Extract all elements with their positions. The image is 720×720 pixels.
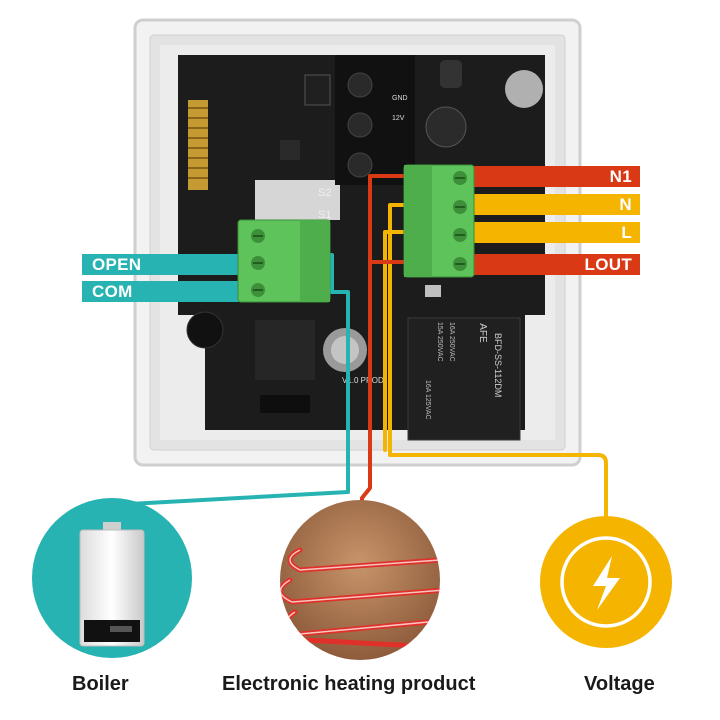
open-label: OPEN — [92, 255, 142, 274]
lightning-bolt-icon — [540, 516, 672, 648]
relay-brand: AFE — [477, 323, 488, 343]
voltage-caption: Voltage — [584, 673, 655, 695]
wire-n — [388, 203, 608, 522]
12v-label: 12V — [392, 115, 405, 122]
board-version-label: V1.0 PROD — [342, 376, 384, 385]
l-label: L — [621, 223, 632, 242]
floor-heating-icon — [280, 500, 440, 660]
circuit-board: S2 S1 GND 12V V1.0 PROD — [178, 55, 545, 430]
boiler-caption: Boiler — [72, 673, 129, 695]
heating-caption: Electronic heating product — [222, 673, 476, 695]
switch-s2-label: S2 — [318, 187, 331, 199]
relay-model: BFD-SS-112DM — [493, 333, 503, 397]
gnd-label: GND — [392, 95, 408, 102]
n-label: N — [619, 195, 632, 214]
relay: AFE BFD-SS-112DM 16A 250VAC 15A 250VAC 1… — [407, 317, 521, 441]
terminal-block-right — [403, 164, 475, 278]
label-bars — [82, 166, 640, 302]
switch-s1-label: S1 — [318, 209, 331, 221]
com-label: COM — [92, 282, 133, 301]
terminal-block-left — [237, 219, 331, 303]
wire-l — [383, 230, 407, 452]
relay-rating-1: 16A 250VAC — [448, 322, 455, 362]
boiler-icon — [32, 498, 192, 658]
relay-rating-3: 16A 125VAC — [424, 380, 431, 420]
lout-label: LOUT — [584, 255, 632, 274]
relay-rating-2: 15A 250VAC — [436, 322, 443, 362]
n1-label: N1 — [609, 167, 632, 186]
